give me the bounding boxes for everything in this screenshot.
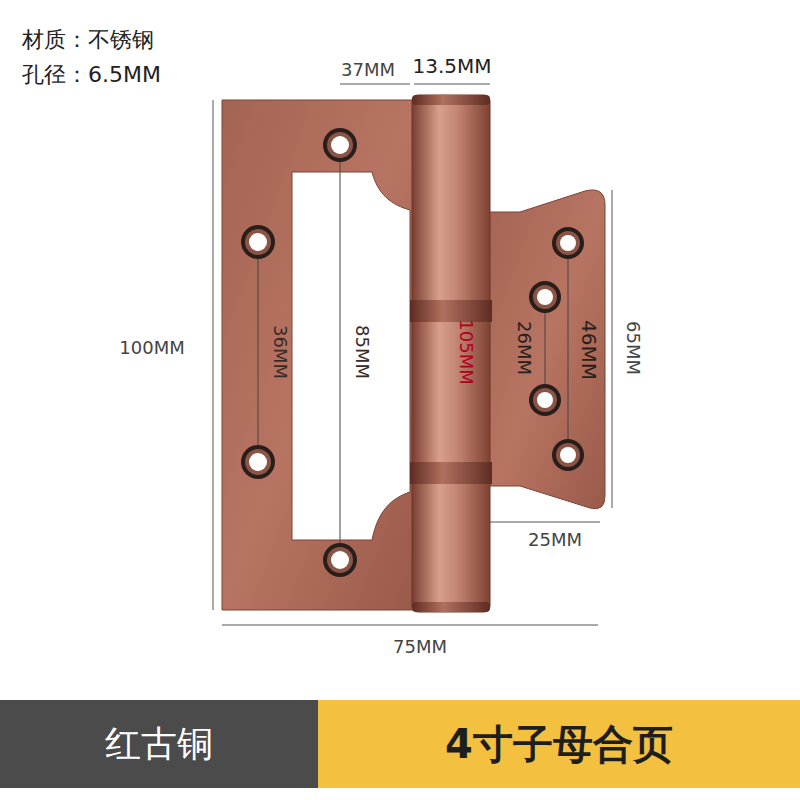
screw-holes bbox=[241, 128, 584, 577]
dimension-label: 100MM bbox=[119, 338, 184, 358]
material-note: 材质：不锈钢 bbox=[22, 28, 154, 52]
band-text: 红古铜 bbox=[105, 720, 213, 769]
dimension-label: 75MM bbox=[393, 637, 447, 657]
dimension-label: 13.5MM bbox=[412, 55, 491, 77]
mother-leaf bbox=[222, 100, 415, 610]
dimension-label: 65MM bbox=[623, 321, 643, 375]
hole-dimension-lines bbox=[258, 145, 568, 560]
dimension-lines bbox=[213, 84, 612, 625]
hinge-barrel bbox=[410, 95, 492, 612]
dimension-label: 46MM bbox=[578, 320, 600, 380]
hole-size-note: 孔径：6.5MM bbox=[22, 63, 161, 87]
dimension-label: 37MM bbox=[341, 60, 395, 80]
dimension-label: 105MM bbox=[456, 319, 476, 384]
child-leaf bbox=[488, 190, 605, 509]
dimension-label: 26MM bbox=[514, 321, 534, 375]
dimension-label: 36MM bbox=[270, 325, 290, 379]
dimension-label: 85MM bbox=[352, 325, 372, 379]
band-text: 4寸子母合页 bbox=[445, 717, 673, 772]
product-band: 4寸子母合页 bbox=[318, 700, 800, 788]
color-band: 红古铜 bbox=[0, 700, 318, 788]
dimension-label: 25MM bbox=[528, 530, 582, 550]
